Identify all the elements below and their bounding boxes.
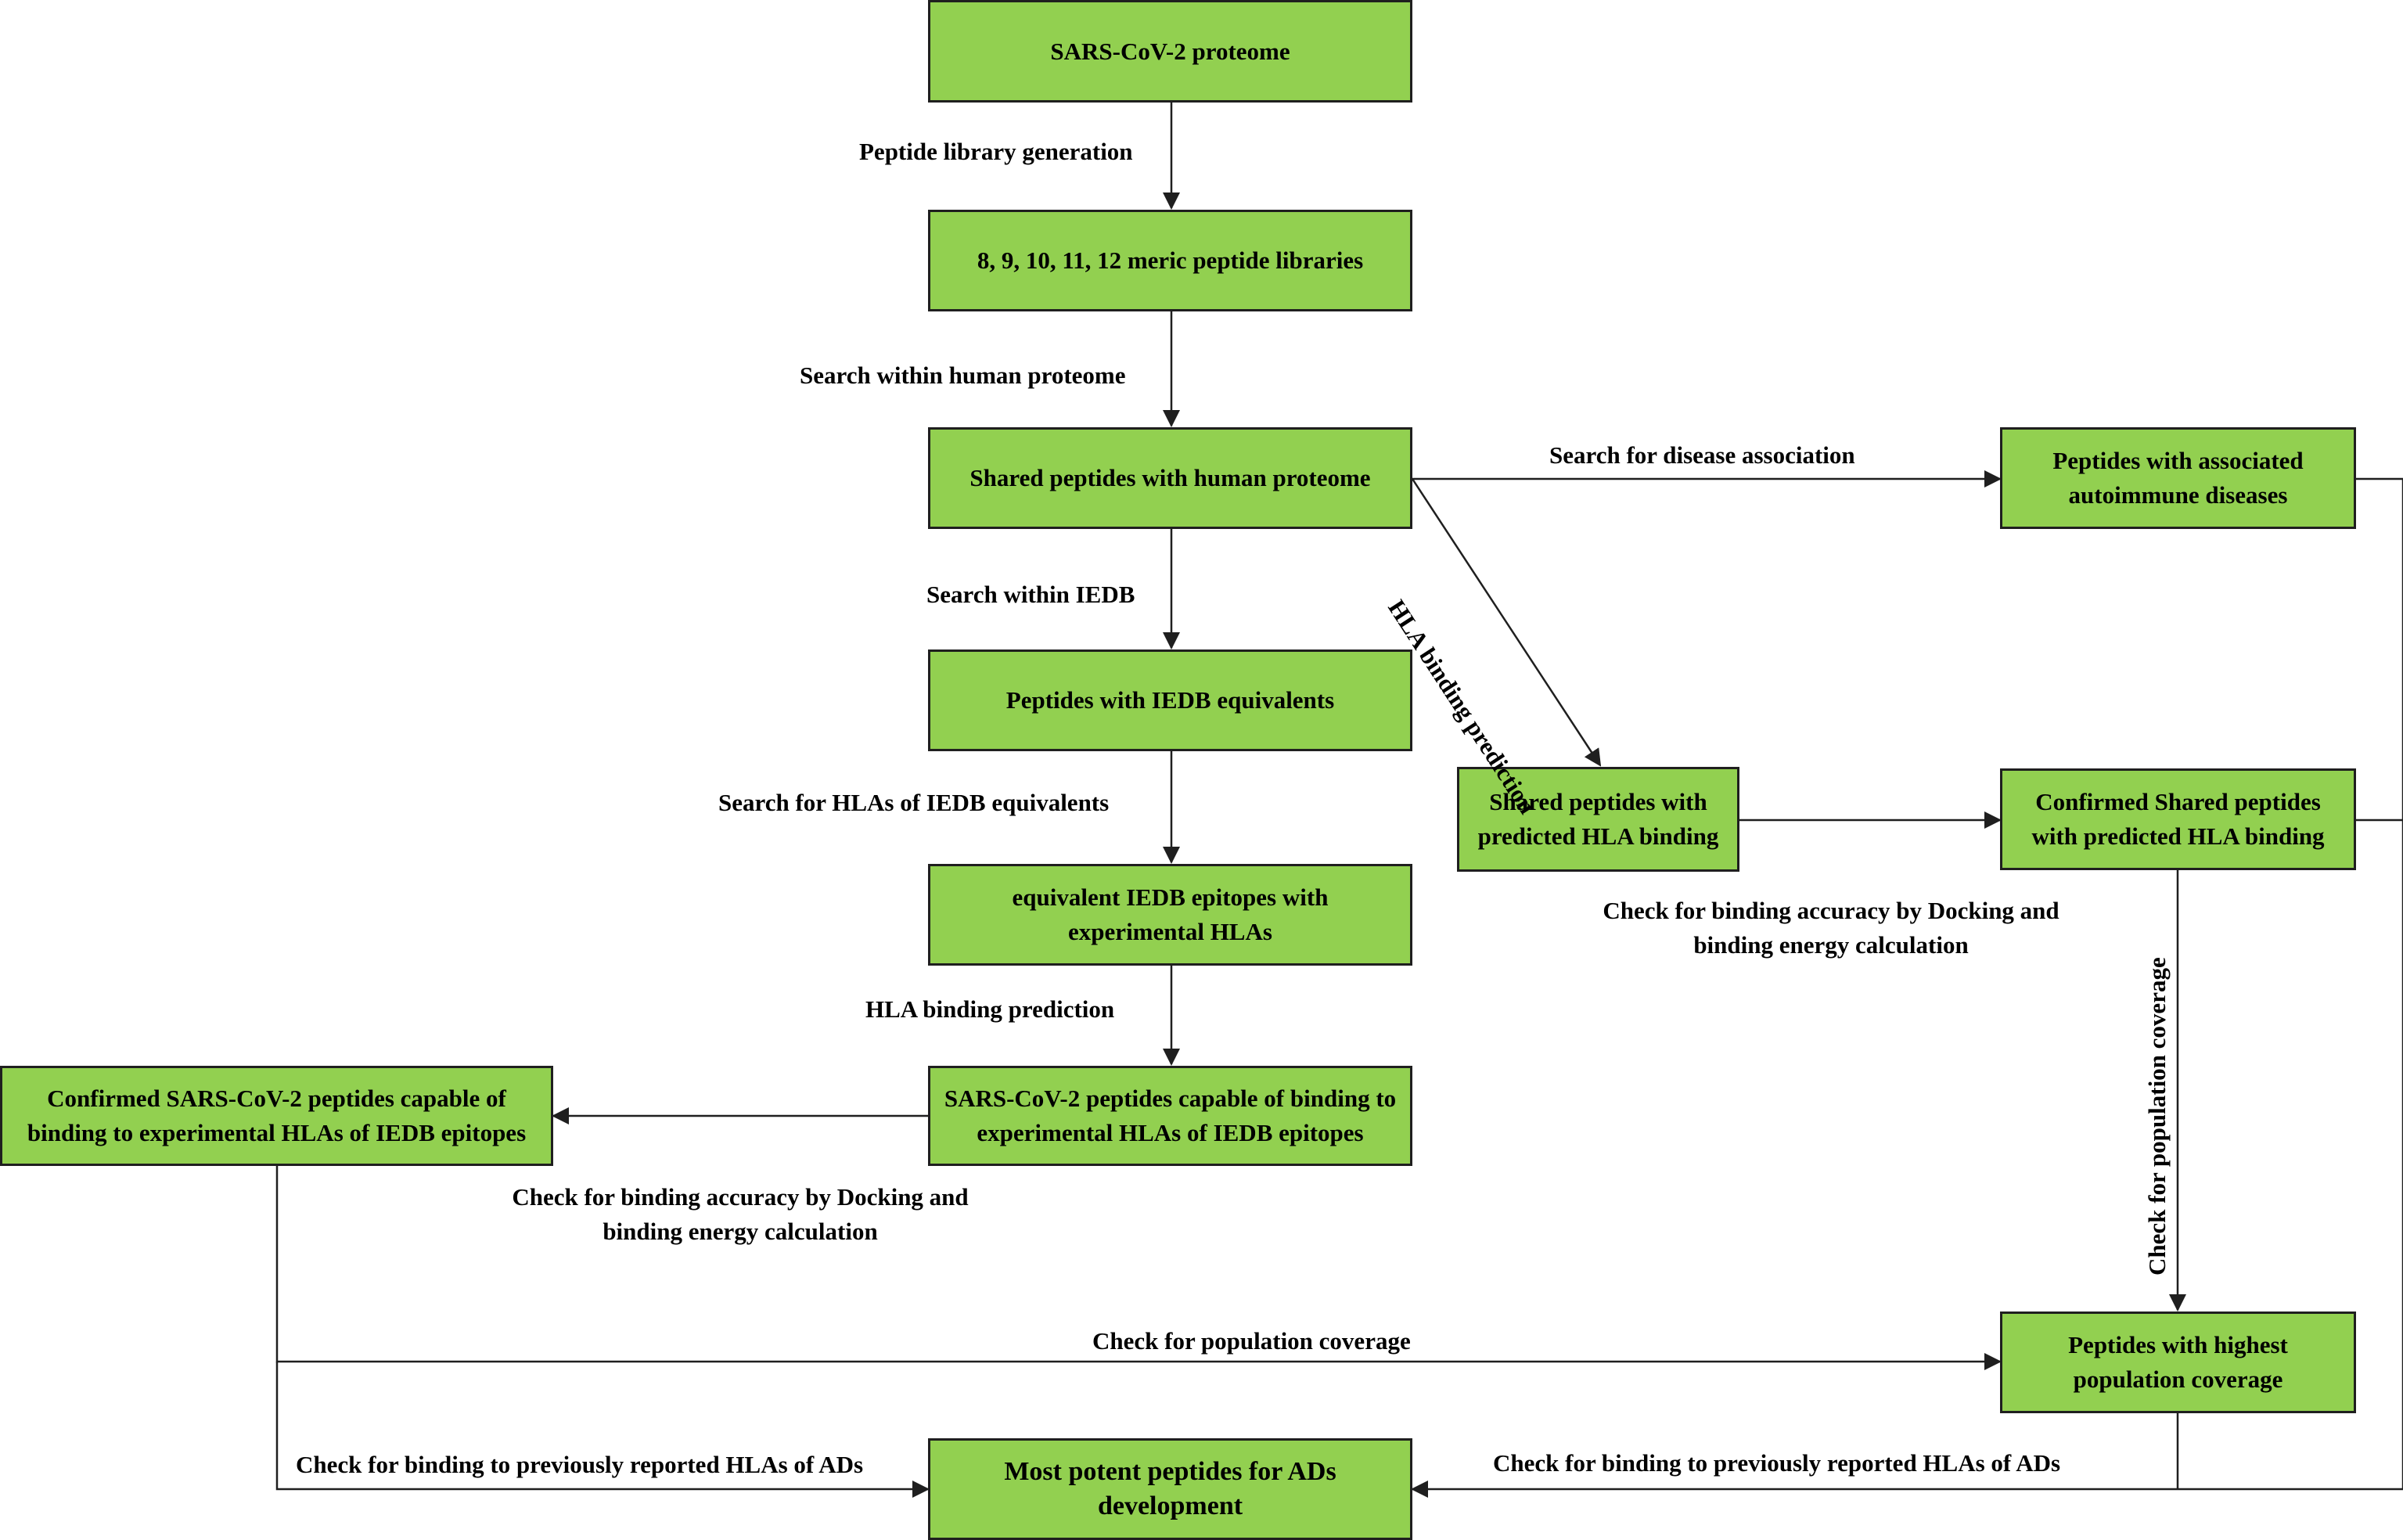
box-text: Shared peptides with human proteome — [969, 464, 1371, 491]
label-docking-left-line1: Check for binding accuracy by Docking an… — [512, 1183, 969, 1211]
label-disease-association: Search for disease association — [1549, 441, 1855, 469]
label-docking-right-line2: binding energy calculation — [1693, 931, 1969, 959]
label-hla-binding-prediction: HLA binding prediction — [865, 995, 1115, 1023]
label-search-iedb: Search within IEDB — [926, 581, 1135, 608]
box-text: SARS-CoV-2 peptides capable of binding t… — [944, 1085, 1397, 1146]
label-docking-left: Check for binding accuracy by Docking an… — [498, 1180, 983, 1249]
arrow-shared-to-sharedpred — [1411, 478, 1602, 767]
label-docking-left-line2: binding energy calculation — [603, 1218, 878, 1245]
box-text: SARS-CoV-2 proteome — [1050, 37, 1290, 65]
label-population-coverage-horizontal: Check for population coverage — [1092, 1327, 1411, 1355]
label-search-human-proteome: Search within human proteome — [800, 362, 1126, 389]
box-text: Peptides with associated autoimmune dise… — [2052, 447, 2304, 509]
arrow-confirmed-to-mostpotent — [275, 1362, 930, 1498]
label-docking-right-line1: Check for binding accuracy by Docking an… — [1603, 897, 2059, 924]
box-text: Peptides with IEDB equivalents — [1005, 686, 1335, 714]
box-text: Confirmed Shared peptides with predicted… — [2031, 788, 2325, 850]
box-text: Confirmed SARS-CoV-2 peptides capable of… — [27, 1085, 527, 1146]
box-confirmed-sars-binding: Confirmed SARS-CoV-2 peptides capable of… — [0, 1066, 553, 1166]
box-experimental-hlas: equivalent IEDB epitopes with experiment… — [928, 864, 1412, 966]
box-text: Shared peptides with predicted HLA bindi… — [1477, 788, 1719, 850]
box-sars-cov-2-proteome: SARS-CoV-2 proteome — [928, 0, 1412, 103]
box-sars-binding: SARS-CoV-2 peptides capable of binding t… — [928, 1066, 1412, 1166]
box-highest-population-coverage: Peptides with highest population coverag… — [2000, 1312, 2356, 1413]
box-most-potent-peptides: Most potent peptides for ADs development — [928, 1438, 1412, 1540]
box-shared-peptides: Shared peptides with human proteome — [928, 427, 1412, 529]
label-docking-right: Check for binding accuracy by Docking an… — [1588, 894, 2074, 962]
box-text: Most potent peptides for ADs development — [1004, 1457, 1336, 1520]
label-population-coverage-vertical: Check for population coverage — [2143, 957, 2171, 1276]
box-autoimmune-diseases: Peptides with associated autoimmune dise… — [2000, 427, 2356, 529]
label-previous-hlas-right: Check for binding to previously reported… — [1493, 1449, 2061, 1477]
box-text: equivalent IEDB epitopes with experiment… — [1012, 883, 1329, 945]
label-search-hlas: Search for HLAs of IEDB equivalents — [718, 789, 1110, 816]
label-previous-hlas-left: Check for binding to previously reported… — [296, 1451, 864, 1478]
arrow-right-bracket-to-mostpotent — [1411, 477, 2403, 1498]
box-peptide-libraries: 8, 9, 10, 11, 12 meric peptide libraries — [928, 210, 1412, 311]
box-iedb-equivalents: Peptides with IEDB equivalents — [928, 649, 1412, 751]
box-shared-predicted-hla: Shared peptides with predicted HLA bindi… — [1457, 767, 1739, 872]
box-text: Peptides with highest population coverag… — [2068, 1331, 2288, 1393]
box-text: 8, 9, 10, 11, 12 meric peptide libraries — [977, 246, 1364, 274]
box-confirmed-shared-predicted: Confirmed Shared peptides with predicted… — [2000, 768, 2356, 870]
label-library-generation: Peptide library generation — [859, 138, 1133, 165]
